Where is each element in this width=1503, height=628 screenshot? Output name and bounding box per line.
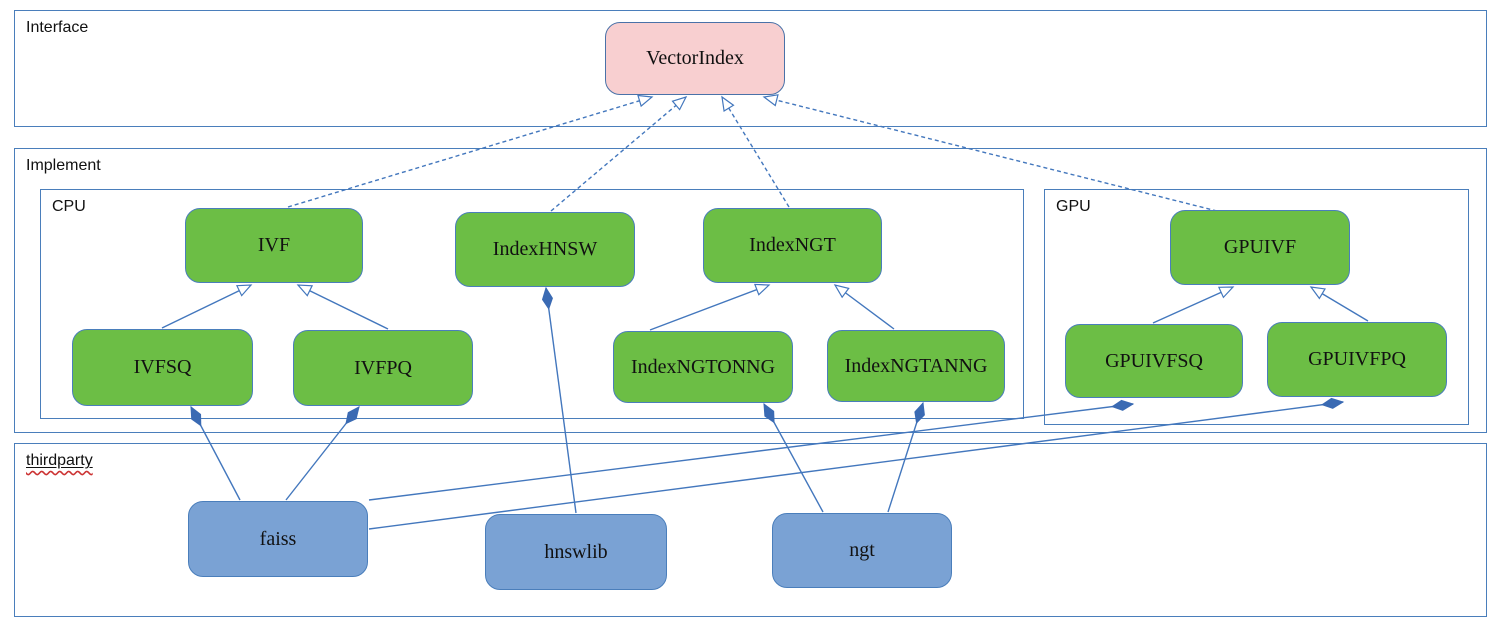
section-gpu-label: GPU [1056,198,1091,216]
node-gpuivf-label: GPUIVF [1223,236,1297,258]
node-indexhnsw-label: IndexHNSW [492,238,598,260]
node-ivfpq[interactable]: IVFPQ [293,330,473,406]
section-implement-label: Implement [26,157,101,175]
node-indexngt[interactable]: IndexNGT [703,208,882,283]
section-thirdparty-label-text: thirdparty [26,452,93,469]
node-indexhnsw[interactable]: IndexHNSW [455,212,635,287]
node-vectorindex[interactable]: VectorIndex [605,22,785,95]
node-hnswlib-label: hnswlib [544,540,608,563]
node-vectorindex-label: VectorIndex [646,47,744,69]
node-ivfsq[interactable]: IVFSQ [72,329,253,406]
node-indexngtonng[interactable]: IndexNGTONNG [613,331,793,403]
section-implement-label-text: Implement [26,157,101,174]
section-gpu-label-text: GPU [1056,198,1091,215]
node-ngt[interactable]: ngt [772,513,952,588]
section-cpu-label: CPU [52,198,86,216]
node-ivfsq-label: IVFSQ [133,356,192,378]
node-hnswlib[interactable]: hnswlib [485,514,667,590]
node-faiss[interactable]: faiss [188,501,368,577]
section-thirdparty-label: thirdparty [26,452,93,470]
node-gpuivfsq[interactable]: GPUIVFSQ [1065,324,1243,398]
node-ivf-label: IVF [257,234,291,256]
node-indexngtanng[interactable]: IndexNGTANNG [827,330,1005,402]
node-gpuivfsq-label: GPUIVFSQ [1105,349,1203,372]
node-indexngtanng-label: IndexNGTANNG [844,354,988,377]
node-gpuivfpq-label: GPUIVFPQ [1308,348,1406,370]
section-interface-label-text: Interface [26,19,89,36]
node-ivf[interactable]: IVF [185,208,363,283]
node-indexngt-label: IndexNGT [749,234,836,256]
node-faiss-label: faiss [259,527,297,550]
node-ivfpq-label: IVFPQ [354,356,412,379]
node-ngt-label: ngt [849,539,875,561]
node-gpuivf[interactable]: GPUIVF [1170,210,1350,285]
section-interface-label: Interface [26,19,88,37]
node-gpuivfpq[interactable]: GPUIVFPQ [1267,322,1447,397]
section-cpu-label-text: CPU [52,198,86,215]
node-indexngtonng-label: IndexNGTONNG [630,355,776,378]
